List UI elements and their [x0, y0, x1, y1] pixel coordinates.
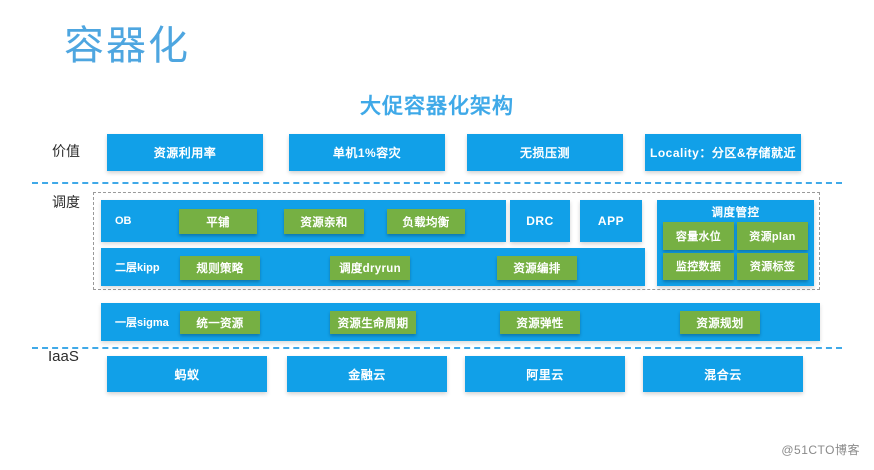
scheduling-group-outline [93, 192, 820, 290]
control-panel-scheduling-governance[interactable]: 调度管控 容量水位 资源plan 监控数据 资源标签 [657, 200, 814, 286]
chip-monitoring-data[interactable]: 监控数据 [663, 252, 734, 280]
row-label-iaas: IaaS [48, 348, 79, 365]
iaas-box-label: 蚂蚁 [174, 367, 200, 382]
chip-resource-plan[interactable]: 资源plan [737, 222, 808, 250]
chip-label: 调度dryrun [339, 263, 401, 275]
chip-resource-tag[interactable]: 资源标签 [737, 252, 808, 280]
page-title: 容器化 [64, 24, 190, 68]
box-app[interactable]: APP [580, 200, 642, 242]
value-box-label: Locality：分区&存储就近 [649, 146, 796, 160]
chip-label: 规则策略 [196, 263, 244, 275]
chip-ob-flat-spread[interactable]: 平铺 [179, 209, 257, 234]
chip-sigma-unified-resource[interactable]: 统一资源 [180, 311, 260, 334]
chip-label: 监控数据 [675, 261, 722, 274]
layer-name-ob: OB [115, 215, 132, 227]
iaas-box-label: 金融云 [348, 367, 386, 382]
row-label-scheduling: 调度 [52, 194, 80, 210]
chip-sigma-resource-lifecycle[interactable]: 资源生命周期 [330, 311, 416, 334]
chip-label: 资源亲和 [300, 216, 348, 229]
value-box-lossless-stress-test[interactable]: 无损压测 [467, 134, 623, 171]
value-box-resource-utilization[interactable]: 资源利用率 [107, 134, 263, 171]
iaas-box-alibaba-cloud[interactable]: 阿里云 [465, 356, 625, 392]
iaas-box-ant[interactable]: 蚂蚁 [107, 356, 267, 392]
chip-label: 资源标签 [749, 261, 796, 274]
diagram-title: 大促容器化架构 [360, 95, 514, 118]
chip-label: 资源弹性 [516, 317, 564, 330]
row-label-value: 价值 [52, 143, 80, 159]
chip-sigma-resource-planning[interactable]: 资源规划 [680, 311, 760, 334]
chip-label: 资源plan [749, 230, 796, 243]
control-panel-title: 调度管控 [711, 207, 760, 219]
iaas-box-hybrid-cloud[interactable]: 混合云 [643, 356, 803, 392]
value-box-locality[interactable]: Locality：分区&存储就近 [645, 134, 801, 171]
chip-label: 负载均衡 [402, 216, 450, 229]
layer-name-kipp: 二层kipp [115, 262, 160, 274]
chip-label: 平铺 [206, 216, 230, 229]
chip-ob-load-balance[interactable]: 负载均衡 [387, 209, 465, 234]
chip-label: 资源编排 [513, 263, 561, 275]
value-box-label: 无损压测 [519, 146, 570, 160]
box-label: DRC [526, 214, 554, 228]
value-box-label: 资源利用率 [153, 146, 217, 160]
divider-iaas-top [32, 347, 842, 349]
chip-kipp-schedule-dryrun[interactable]: 调度dryrun [330, 256, 410, 280]
iaas-box-finance-cloud[interactable]: 金融云 [287, 356, 447, 392]
value-box-label: 单机1%容灾 [332, 146, 402, 160]
chip-label: 资源生命周期 [337, 317, 409, 330]
box-drc[interactable]: DRC [510, 200, 570, 242]
watermark: @51CTO博客 [781, 443, 860, 457]
chip-ob-resource-affinity[interactable]: 资源亲和 [284, 209, 364, 234]
iaas-box-label: 混合云 [704, 367, 742, 382]
chip-label: 容量水位 [675, 230, 722, 243]
chip-sigma-resource-elasticity[interactable]: 资源弹性 [500, 311, 580, 334]
box-label: APP [597, 214, 625, 228]
layer-name-sigma: 一层sigma [115, 317, 169, 329]
iaas-box-label: 阿里云 [526, 367, 564, 382]
chip-label: 资源规划 [696, 317, 744, 330]
chip-kipp-resource-orchestration[interactable]: 资源编排 [497, 256, 577, 280]
divider-scheduling-top [32, 182, 842, 184]
chip-kipp-rule-policy[interactable]: 规则策略 [180, 256, 260, 280]
chip-label: 统一资源 [196, 317, 244, 330]
control-panel-grid: 容量水位 资源plan 监控数据 资源标签 [663, 222, 808, 280]
value-box-single-machine-dr[interactable]: 单机1%容灾 [289, 134, 445, 171]
chip-capacity-waterline[interactable]: 容量水位 [663, 222, 734, 250]
